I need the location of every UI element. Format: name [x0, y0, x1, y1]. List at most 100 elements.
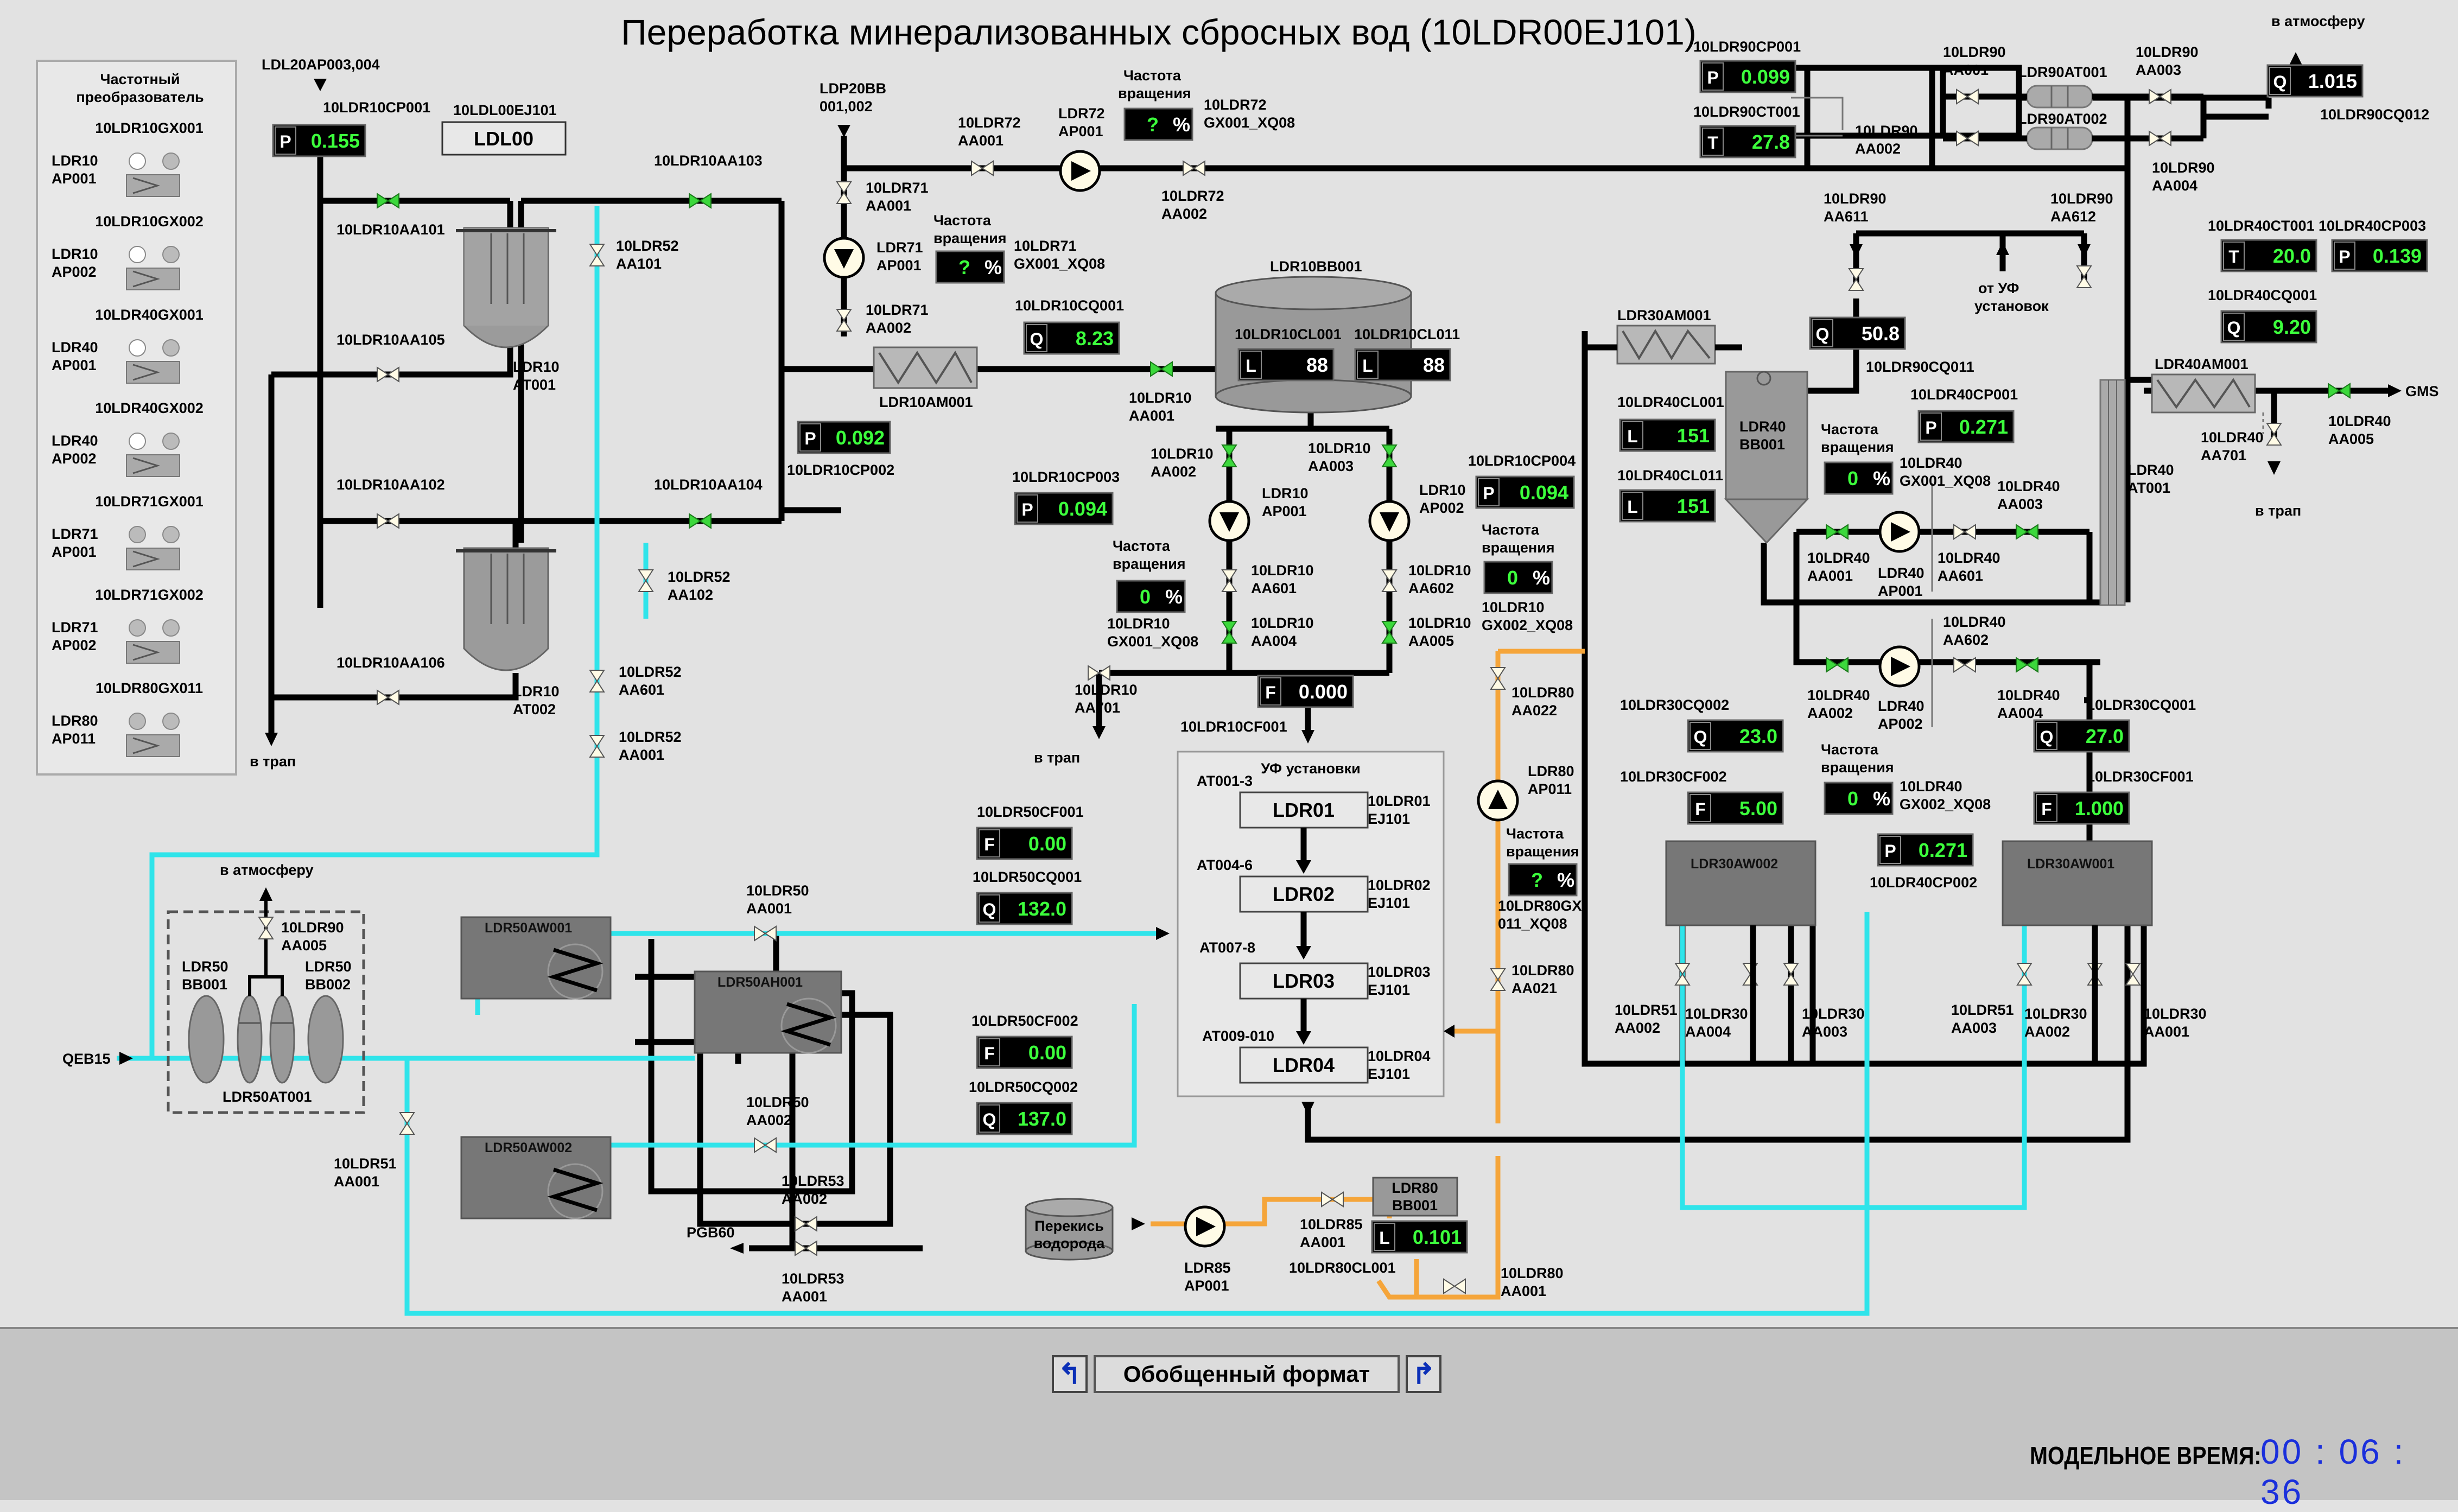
indicator-10ldr40cl011[interactable]: L 151	[1619, 489, 1716, 523]
valve-10ldr80aa021[interactable]	[1490, 968, 1506, 991]
indicator-10ldr90cq012[interactable]: Q 1.015	[2266, 64, 2364, 98]
tank-ldr10bb001[interactable]	[1215, 276, 1412, 414]
pump-ldr85ap001[interactable]	[1185, 1207, 1224, 1246]
general-format-button[interactable]: Обобщенный формат	[1094, 1355, 1400, 1393]
valve-10ldr90aa611[interactable]	[1849, 268, 1864, 291]
indicator-10ldr40cp002[interactable]: P 0.271	[1877, 833, 1974, 867]
hydrogen-peroxide-tank[interactable]: Перекись водорода	[1025, 1198, 1114, 1261]
indicator-10ldr10cf001[interactable]: F 0.000	[1257, 675, 1354, 708]
indicator-10ldr10cp004[interactable]: P 0.094	[1475, 475, 1575, 509]
speed-ldr71[interactable]: ? %	[935, 250, 1005, 284]
heat-exchanger-ldr40am001[interactable]	[2151, 373, 2256, 414]
indicator-10ldr30cq001[interactable]: Q 27.0	[2033, 719, 2130, 753]
filter-ldr30aw001[interactable]	[2002, 840, 2153, 926]
valve-10ldr40aa001[interactable]	[1826, 524, 1849, 539]
valve-10ldr40aa701[interactable]	[2266, 423, 2282, 446]
indicator-10ldr40cq001[interactable]: Q 9.20	[2220, 310, 2317, 344]
filter-ldr30aw002[interactable]	[1665, 840, 1816, 926]
valve-10ldr40aa005[interactable]	[2328, 383, 2351, 398]
valve-10ldr40aa601[interactable]	[1953, 524, 1976, 539]
valve-10ldr50aa002[interactable]	[754, 1138, 777, 1153]
valve-10ldr50aa001[interactable]	[754, 926, 777, 941]
filter-ldr10-at002[interactable]	[456, 547, 556, 671]
tank-ldr40bb001[interactable]	[1724, 371, 1809, 544]
valve-10ldr10aa105[interactable]	[377, 367, 399, 382]
valve-10ldr52aa601[interactable]	[589, 670, 605, 693]
valve-10ldr90aa003[interactable]	[2149, 89, 2171, 104]
indicator-10ldr30cq002[interactable]: Q 23.0	[1687, 719, 1784, 753]
indicator-10ldr90ct001[interactable]: T 27.8	[1699, 125, 1796, 158]
pump-ldr40ap002[interactable]	[1880, 647, 1919, 686]
pump-ldr72ap001[interactable]	[1060, 151, 1100, 190]
pump-ldr10ap001[interactable]	[1210, 501, 1249, 541]
valve-10ldr10aa005[interactable]	[1382, 621, 1397, 644]
ldr50-at001-group[interactable]	[167, 895, 365, 1114]
indicator-10ldr90cp001[interactable]: P 0.099	[1699, 60, 1796, 93]
valve-10ldr90aa612[interactable]	[2076, 265, 2092, 288]
nav-forward-button[interactable]: ↱	[1406, 1355, 1441, 1393]
indicator-10ldr40cp003[interactable]: P 0.139	[2331, 239, 2428, 272]
valve-10ldr53aa002[interactable]	[795, 1216, 817, 1231]
indicator-10ldr10cq001[interactable]: Q 8.23	[1023, 321, 1120, 355]
uf-unit-ldr03[interactable]: AT007-8 LDR03 10LDR03 EJ101	[1199, 939, 1431, 1000]
valve-10ldr10aa102[interactable]	[377, 513, 399, 529]
valve-10ldr80aa022[interactable]	[1490, 667, 1506, 690]
valve-10ldr10aa003[interactable]	[1382, 444, 1397, 467]
pump-ldr10ap002[interactable]	[1370, 501, 1409, 541]
valve-10ldr53aa001[interactable]	[795, 1241, 817, 1256]
speed-ldr40-2[interactable]: 0 %	[1824, 782, 1894, 815]
valve-10ldr90aa001[interactable]	[1956, 89, 1979, 104]
speed-ldr10-1[interactable]: 0 %	[1116, 580, 1186, 613]
speed-ldr80[interactable]: ? %	[1508, 863, 1578, 897]
valve-10ldr30aa003[interactable]	[1783, 963, 1799, 986]
uf-unit-ldr02[interactable]: AT004-6 LDR02 10LDR02 EJ101	[1197, 857, 1431, 913]
indicator-10ldr40ct001[interactable]: T 20.0	[2220, 239, 2317, 272]
valve-10ldr10aa106[interactable]	[377, 690, 399, 705]
indicator-10ldr30cf001[interactable]: F 1.000	[2033, 791, 2130, 825]
heat-exchanger-ldr50aw001[interactable]	[460, 916, 612, 1000]
indicator-10ldr10cl001[interactable]: L 88	[1237, 348, 1335, 382]
valve-10ldr90aa004[interactable]	[2149, 131, 2171, 146]
indicator-10ldr40cp001[interactable]: P 0.271	[1917, 410, 2015, 443]
uf-unit-ldr04[interactable]: AT009-010 LDR04 10LDR04 EJ101	[1202, 1028, 1431, 1084]
valve-10ldr90aa005[interactable]	[258, 917, 274, 939]
valve-10ldr10aa101[interactable]	[377, 193, 399, 208]
valve-10ldr85aa001[interactable]	[1321, 1192, 1344, 1207]
speed-ldr40-1[interactable]: 0 %	[1824, 461, 1894, 495]
pump-ldr80ap011[interactable]	[1478, 781, 1517, 820]
valve-10ldr52aa102[interactable]	[638, 569, 653, 592]
valve-10ldr72aa002[interactable]	[1183, 161, 1205, 176]
pump-ldr40ap001[interactable]	[1880, 512, 1919, 551]
indicator-10ldr50cf001[interactable]: F 0.00	[976, 827, 1073, 860]
indicator-10ldr50cq001[interactable]: Q 132.0	[976, 892, 1073, 925]
valve-10ldr10aa001[interactable]	[1150, 361, 1173, 377]
tank-ldr80bb001[interactable]	[1372, 1177, 1458, 1217]
pump-ldr71ap001[interactable]	[824, 238, 863, 277]
valve-10ldr51aa001[interactable]	[399, 1112, 415, 1135]
heat-exchanger-ldr50aw002[interactable]	[460, 1136, 612, 1219]
valve-10ldr10aa602[interactable]	[1382, 569, 1397, 592]
indicator-10ldr40cl001[interactable]: L 151	[1619, 418, 1716, 452]
valve-10ldr52aa101[interactable]	[589, 244, 605, 266]
indicator-10ldr10cp002[interactable]: P 0.092	[797, 421, 891, 454]
indicator-10ldr90cq011[interactable]: Q 50.8	[1809, 316, 1906, 350]
valve-10ldr51aa003[interactable]	[2017, 963, 2032, 986]
column-ldr40at001[interactable]	[2099, 379, 2126, 606]
valve-10ldr10aa103[interactable]	[689, 193, 712, 208]
indicator-10ldr80cl001[interactable]: L 0.101	[1371, 1220, 1468, 1254]
valve-10ldr71aa002[interactable]	[836, 309, 852, 332]
valve-10ldr10aa601[interactable]	[1222, 569, 1237, 592]
indicator-10ldr10cl011[interactable]: L 88	[1354, 348, 1451, 382]
valve-10ldr72aa001[interactable]	[971, 161, 994, 176]
valve-10ldr51aa002[interactable]	[1675, 963, 1690, 986]
filter-ldr10-at001[interactable]	[456, 227, 556, 348]
valve-10ldr52aa001[interactable]	[589, 735, 605, 758]
heat-exchanger-ldr50ah001[interactable]	[694, 970, 842, 1054]
ldl00-button[interactable]	[441, 121, 567, 156]
heat-exchanger-ldr30am001[interactable]	[1616, 325, 1716, 365]
valve-10ldr40aa003[interactable]	[2016, 524, 2038, 539]
speed-ldr72[interactable]: ? %	[1123, 107, 1193, 141]
valve-10ldr10aa004[interactable]	[1222, 621, 1237, 644]
indicator-10ldr30cf002[interactable]: F 5.00	[1687, 791, 1784, 825]
indicator-10ldr50cf002[interactable]: F 0.00	[976, 1035, 1073, 1069]
